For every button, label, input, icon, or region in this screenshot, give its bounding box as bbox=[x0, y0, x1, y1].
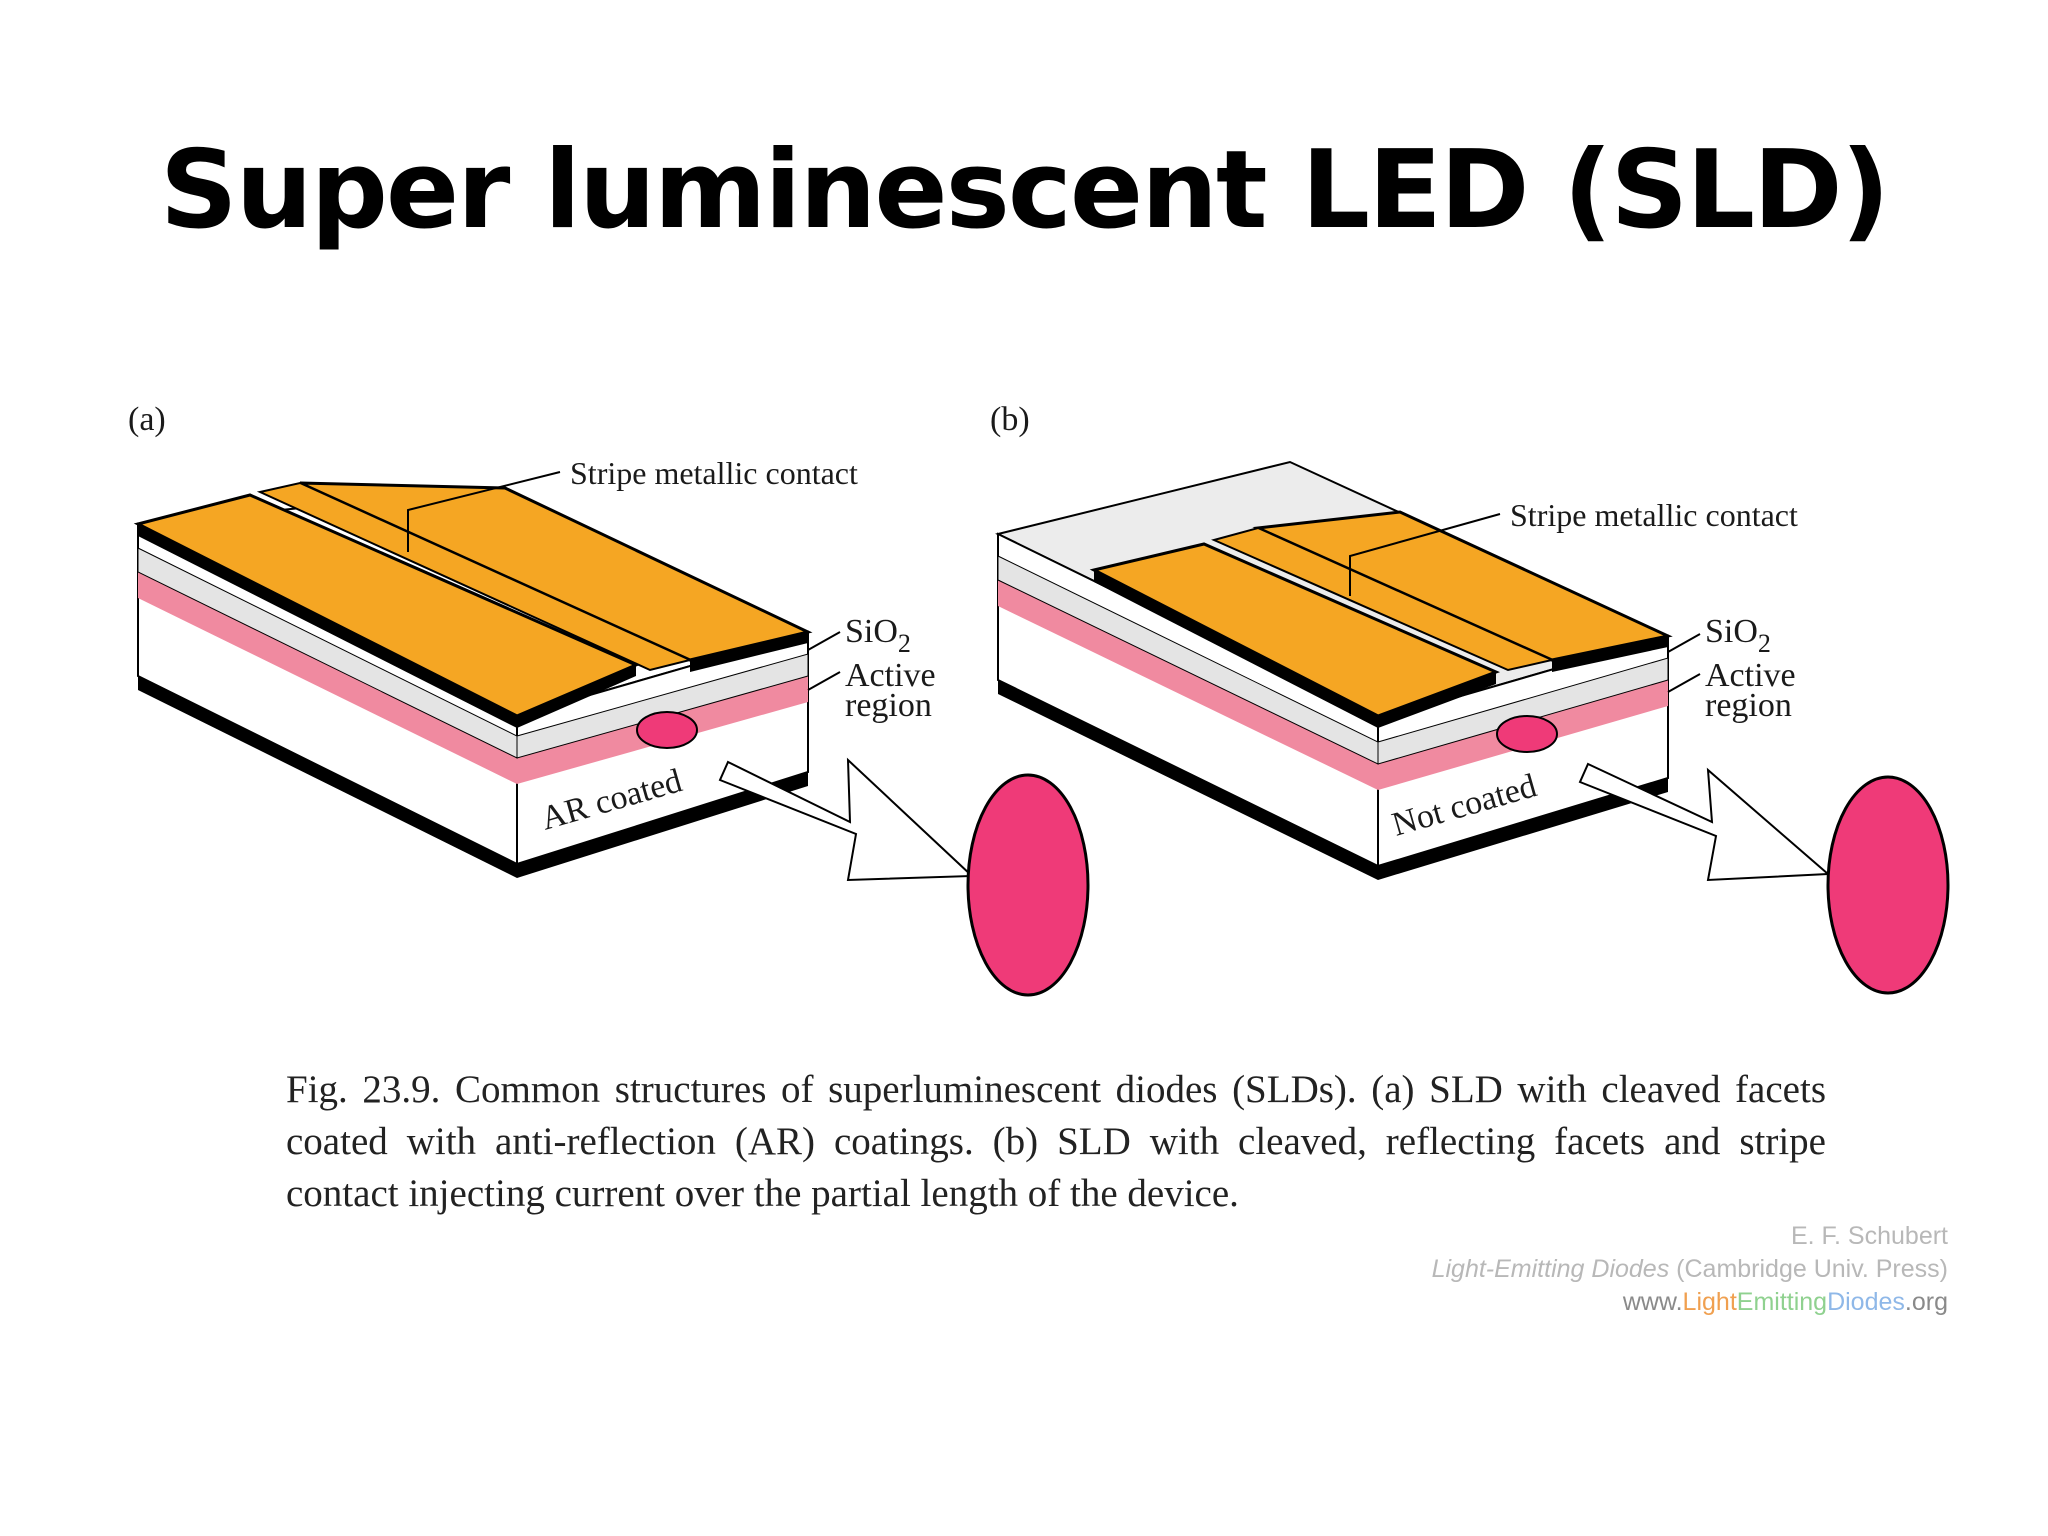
credit-book-title: Light-Emitting Diodes bbox=[1431, 1255, 1670, 1283]
panel-a-sio2-label: SiO2 bbox=[845, 613, 911, 658]
panel-a-contact-edge-left bbox=[517, 665, 636, 728]
credit-url-light: Light bbox=[1682, 1288, 1737, 1316]
credit-author: E. F. Schubert bbox=[1790, 1222, 1948, 1250]
panel-a-sio2-leader bbox=[807, 631, 841, 651]
panel-a-active-label-line1: Active bbox=[845, 657, 936, 694]
panel-a-contact-edge-right bbox=[690, 632, 808, 672]
panel-b-active-leader bbox=[1667, 673, 1701, 693]
panel-a-active-spot bbox=[636, 711, 698, 749]
credit-url-diodes: Diodes bbox=[1827, 1288, 1905, 1316]
figure-caption: Fig. 23.9. Common structures of superlum… bbox=[286, 1068, 1826, 1215]
panel-b-active-label-line1: Active bbox=[1705, 657, 1796, 694]
panel-a-contact-edge-side bbox=[138, 524, 517, 728]
credit-url[interactable]: www.LightEmittingDiodes.org bbox=[1300, 1286, 1948, 1319]
panel-b-base-edge bbox=[998, 680, 1378, 880]
panel-a-active-leader bbox=[807, 671, 841, 691]
panel-b-sio2-label: SiO2 bbox=[1705, 613, 1771, 658]
panel-a-output-spot bbox=[966, 773, 1090, 997]
credit-url-org: .org bbox=[1904, 1288, 1948, 1316]
panel-a-stripe-label: Stripe metallic contact bbox=[570, 455, 858, 491]
panel-b-contact-edge-right bbox=[1552, 636, 1668, 672]
panel-b-emission-arrow bbox=[1578, 762, 1831, 882]
credit-publisher: (Cambridge Univ. Press) bbox=[1669, 1255, 1948, 1283]
panel-b-sio2-leader bbox=[1667, 633, 1701, 653]
panel-a-stripe-leader bbox=[407, 471, 561, 552]
panel-b-stripe-leader bbox=[1349, 513, 1501, 596]
panel-a-sio2-layer-front bbox=[516, 653, 809, 759]
panel-b-sio2-layer-front bbox=[1377, 657, 1669, 765]
panel-b: (b) Stripe metallic contact SiO2 Active … bbox=[990, 401, 1950, 995]
panel-a-base-edge-front bbox=[517, 772, 808, 878]
panel-a-active-label-line2: region bbox=[845, 687, 932, 724]
credit-url-www: www. bbox=[1622, 1288, 1683, 1316]
panel-a-emission-arrow bbox=[718, 757, 975, 882]
panel-a: (a) Stripe metallic contact SiO2 Active bbox=[128, 401, 1090, 997]
panel-b-active-spot bbox=[1496, 715, 1558, 753]
panel-b-tag: (b) bbox=[990, 401, 1030, 438]
panel-b-output-spot bbox=[1826, 775, 1950, 995]
panel-b-active-layer bbox=[998, 580, 1378, 790]
credit-book: Light-Emitting Diodes (Cambridge Univ. P… bbox=[1300, 1253, 1948, 1286]
panel-a-active-layer bbox=[138, 572, 517, 784]
figure-credit: E. F. Schubert Light-Emitting Diodes (Ca… bbox=[1300, 1220, 1948, 1319]
slide-title: Super luminescent LED (SLD) bbox=[159, 128, 1890, 253]
panel-b-active-label-line2: region bbox=[1705, 687, 1792, 724]
panel-a-base-edge bbox=[138, 676, 517, 878]
panel-b-stripe-label: Stripe metallic contact bbox=[1510, 497, 1798, 533]
panel-b-contact-edge-left bbox=[1378, 672, 1496, 728]
panel-b-base-edge-front bbox=[1378, 778, 1668, 880]
panel-a-tag: (a) bbox=[128, 401, 166, 438]
credit-url-emitting: Emitting bbox=[1736, 1288, 1828, 1316]
panel-b-contact-edge-side bbox=[1094, 570, 1378, 728]
